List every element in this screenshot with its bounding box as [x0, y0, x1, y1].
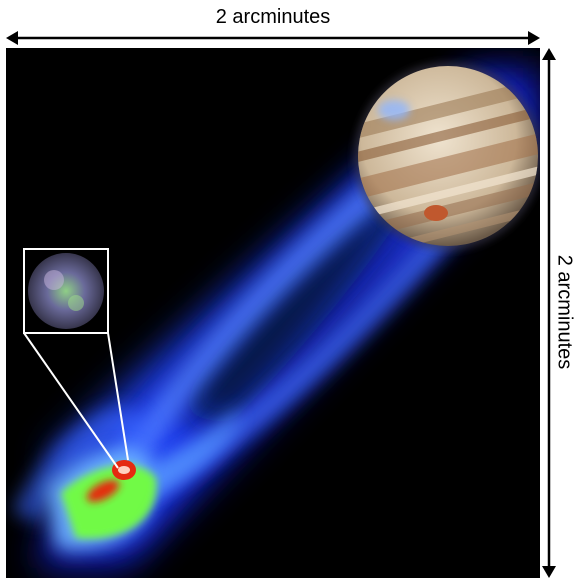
- jupiter-planet: [354, 62, 540, 250]
- io-moon-inset: [23, 248, 129, 469]
- astronomy-image: [6, 48, 540, 578]
- scale-label-top: 2 arcminutes: [215, 6, 331, 28]
- scale-label-right: 2 arcminutes: [553, 254, 574, 370]
- vertical-scale-arrow: [542, 48, 556, 578]
- horizontal-scale-arrow: [6, 31, 540, 45]
